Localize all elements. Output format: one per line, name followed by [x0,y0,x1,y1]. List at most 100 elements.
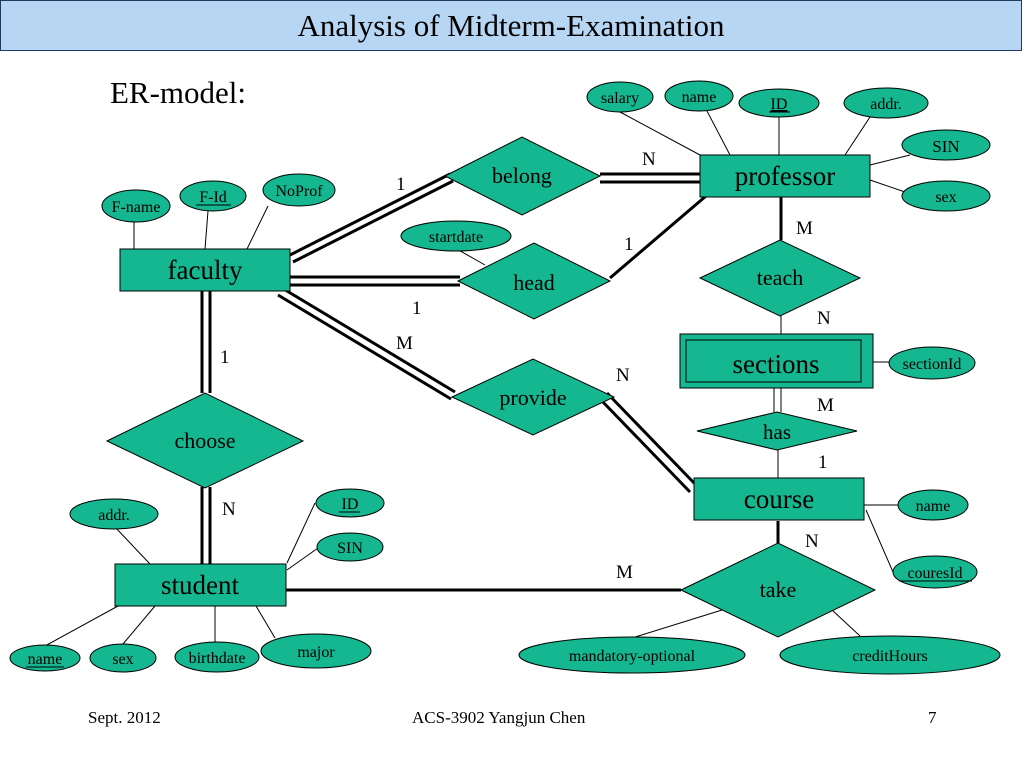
relationship-choose: choose [105,392,305,489]
line-course-id [865,509,894,573]
relationship-head-label: head [513,270,555,295]
footer-course: ACS-3902 Yangjun Chen [412,708,586,727]
cardinality-teach-sections: N [817,308,831,329]
relationship-has-label: has [763,420,791,444]
attribute-prof-name-label: name [682,89,717,106]
attribute-prof-name: name [664,80,734,112]
attribute-stu-id-label: ID [342,496,359,513]
line-head-professor [609,194,707,280]
attribute-fac-noprof-label: NoProf [275,183,323,200]
entity-sections-label: sections [733,349,820,379]
attribute-stu-sin: SIN [316,532,384,562]
attribute-fac-fid: F-Id [179,180,247,212]
cardinality-provide-course: N [616,365,630,386]
line-prof-addr [844,116,871,156]
line-prof-sin [869,154,911,166]
cardinality-choose-student: N [222,499,236,520]
relationship-head: head [456,242,612,320]
cardinality-belong-professor: N [642,149,656,170]
line-prof-salary [619,111,701,156]
attribute-prof-sin: SIN [901,129,991,161]
attribute-prof-addr: addr. [843,87,929,119]
cardinality-belong-faculty: 1 [396,174,406,195]
relationship-provide-label: provide [499,385,566,410]
attribute-sec-id-label: sectionId [903,356,962,373]
attribute-prof-sex-label: sex [935,189,956,206]
line-take-credit [831,609,861,637]
line-provide-course-1 [605,391,698,487]
relationship-has: has [696,411,858,451]
title-bar: Analysis of Midterm-Examination [0,0,1022,51]
line-stu-addr [113,525,151,565]
cardinality-teach-professor: M [796,218,813,239]
relationship-provide: provide [450,358,616,436]
cardinality-take-student: M [616,562,633,583]
attribute-sec-id: sectionId [888,346,976,380]
entity-faculty-label: faculty [168,255,243,285]
entity-professor: professor [699,154,871,198]
line-take-mand [631,609,723,639]
relationship-take: take [679,542,877,638]
cardinality-labels: 1 N 1 1 M N M N M 1 1 N N M [220,149,834,583]
line-provide-course-2 [599,398,692,494]
cardinality-has-sections: M [817,395,834,416]
attribute-stu-addr-label: addr. [98,507,130,524]
attribute-fac-fname-label: F-name [112,199,161,216]
attribute-take-mand: mandatory-optional [518,636,746,674]
attribute-prof-addr-label: addr. [870,96,902,113]
entity-sections: sections [679,333,874,389]
line-stu-id [286,502,316,564]
attribute-course-name: name [897,489,969,521]
attribute-prof-id: ID [738,88,820,118]
cardinality-take-course: N [805,531,819,552]
line-fac-noprof [246,205,269,250]
attribute-course-id: couresId [892,555,978,589]
relationship-teach: teach [698,239,862,317]
attribute-stu-addr: addr. [69,498,159,530]
line-faculty-belong-1 [289,172,451,257]
relationship-belong: belong [443,136,602,216]
line-fac-fid [204,210,209,250]
cardinality-provide-faculty: M [396,333,413,354]
line-faculty-provide-2 [277,293,452,401]
attribute-prof-id-label: ID [771,96,788,113]
footer-date: Sept. 2012 [88,708,161,727]
attribute-stu-birthdate: birthdate [174,641,260,673]
cardinality-has-course: 1 [818,452,828,473]
attribute-fac-fid-label: F-Id [199,189,227,206]
attribute-head-startdate: startdate [400,220,512,252]
attribute-prof-sex: sex [901,180,991,212]
attribute-stu-name-label: name [28,651,63,668]
line-faculty-belong-2 [292,179,454,264]
line-stu-major [255,605,276,639]
attribute-stu-major: major [260,633,372,669]
entity-professor-label: professor [735,161,835,191]
relationship-belong-label: belong [492,163,552,188]
line-faculty-provide-1 [281,286,456,394]
attribute-head-startdate-label: startdate [429,229,483,246]
line-stu-name [44,605,119,647]
attribute-stu-sin-label: SIN [337,540,363,557]
relationship-teach-label: teach [757,265,803,290]
attribute-stu-birthdate-label: birthdate [189,650,246,667]
attribute-prof-sin-label: SIN [932,137,959,156]
cardinality-choose-faculty: 1 [220,347,230,368]
line-stu-sin [286,547,319,571]
relationship-choose-label: choose [174,428,235,453]
line-prof-name [706,110,731,156]
cardinality-head-faculty: 1 [412,298,422,319]
connector-lines [44,110,911,647]
attribute-stu-name: name [9,644,81,672]
footer-page-number: 7 [928,708,937,727]
attribute-fac-fname: F-name [101,189,171,223]
attribute-take-credit-label: creditHours [852,648,928,665]
attribute-stu-major-label: major [297,644,335,661]
entity-student: student [114,563,287,607]
entity-student-label: student [161,570,239,600]
attribute-stu-id: ID [315,488,385,518]
attribute-take-credit: creditHours [779,635,1001,675]
er-model-label: ER-model: [110,75,247,110]
entity-course: course [693,477,865,521]
attribute-course-id-label: couresId [907,565,962,582]
attribute-prof-salary: salary [586,81,654,113]
